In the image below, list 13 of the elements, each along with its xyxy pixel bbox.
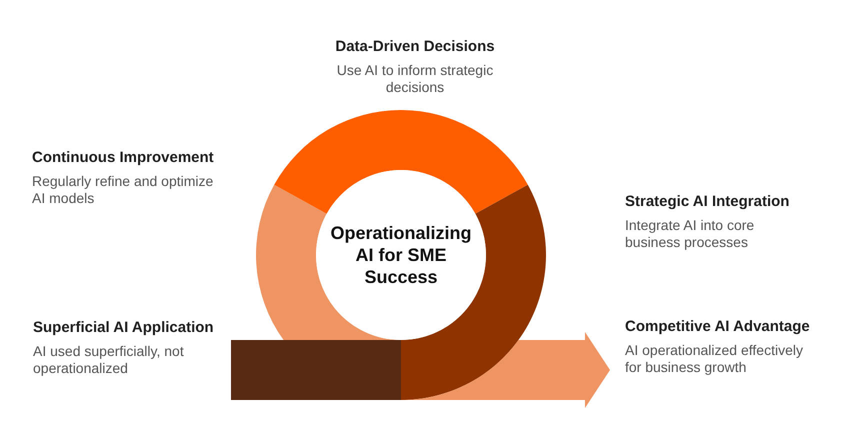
stage-description: Integrate AI into core business processes <box>625 217 756 251</box>
stage-description: Use AI to inform strategic decisions <box>336 62 494 96</box>
stage-title: Strategic AI Integration <box>625 193 790 211</box>
stage-description: AI operationalized effectively for business growth <box>625 342 804 376</box>
stage-title: Data-Driven Decisions <box>334 38 496 56</box>
stage-title: Competitive AI Advantage <box>625 318 811 336</box>
stage-bar <box>231 340 401 400</box>
stage-description: Regularly refine and optimize AI models <box>32 173 214 207</box>
stage-title: Superficial AI Application <box>33 319 213 337</box>
ring-segment <box>274 110 528 214</box>
stage-description: AI used superficially, not operationalized <box>33 343 185 377</box>
center-title: Operationalizing AI for SME Success <box>329 222 472 288</box>
stage-title: Continuous Improvement <box>32 149 215 167</box>
